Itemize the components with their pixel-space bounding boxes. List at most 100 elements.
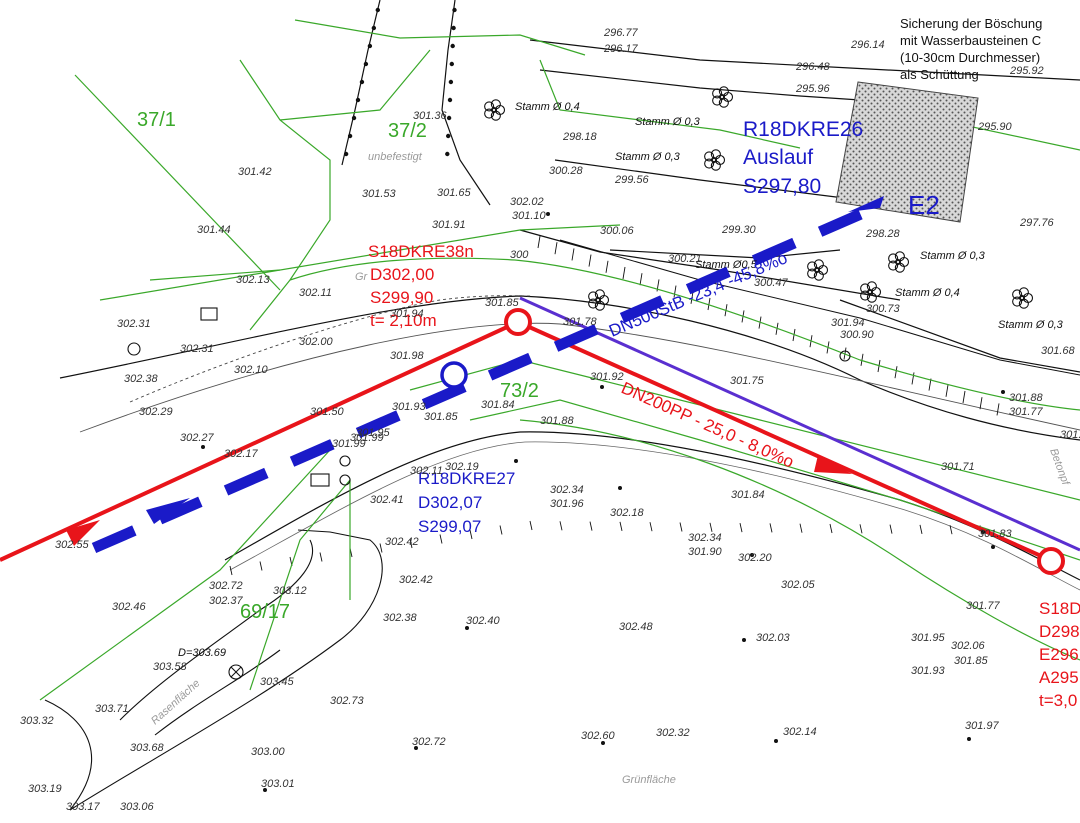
survey-dot	[546, 212, 550, 216]
fence-post	[367, 43, 373, 49]
slope-tick	[962, 390, 966, 404]
spot-height: 301.84	[731, 489, 765, 501]
spot-height: 302.10	[234, 364, 269, 376]
fence-post	[371, 25, 377, 31]
parcel-37-2: 37/2	[388, 120, 427, 142]
slope-tick	[859, 524, 863, 534]
slope-tick	[979, 397, 983, 410]
fence-post	[355, 97, 361, 103]
spot-height: 301.10	[512, 210, 547, 222]
spot-height: 303.12	[273, 585, 307, 597]
spot-height: 303.00	[251, 746, 286, 758]
spot-height: 296.77	[603, 27, 639, 39]
note-gruenflaeche: Grünfläche	[622, 774, 676, 786]
slope-tick	[619, 521, 623, 531]
r18dkre27-name: R18DKRE27	[418, 469, 515, 488]
spot-height: 302.05	[781, 579, 816, 591]
s18d-t: t=3,0	[1039, 691, 1077, 710]
fence-post	[363, 61, 369, 67]
flow-arrow-left-icon	[66, 520, 100, 546]
fence-post	[451, 25, 456, 31]
spot-height: 301.71	[941, 461, 975, 473]
slope-tick	[769, 523, 773, 533]
spot-height: 301.97	[965, 720, 1000, 732]
spot-height: 301.42	[238, 166, 272, 178]
note-gr: Gr	[355, 271, 369, 283]
spot-height: 295.96	[795, 83, 831, 95]
spot-height: 300.73	[866, 303, 901, 315]
spot-height: 296.48	[795, 61, 831, 73]
slope-tick	[707, 297, 711, 311]
spot-height: 301.91	[432, 219, 466, 231]
s18dkre38n-t: t= 2,10m	[370, 311, 437, 330]
spot-height: 302.73	[330, 695, 365, 707]
slope-tick	[799, 523, 803, 533]
spot-height: 303.01	[261, 778, 295, 790]
spot-height: 302.48	[619, 621, 654, 633]
slope-tick	[622, 266, 626, 280]
tree-label-6: Stamm Ø 0,3	[998, 319, 1064, 331]
slope-tick	[605, 260, 609, 273]
slope-tick	[889, 524, 893, 534]
slope-tick	[945, 384, 949, 397]
survey-dot	[742, 638, 746, 642]
dotted-fences	[341, 0, 491, 206]
survey-dot	[465, 626, 469, 630]
spot-height: 302.46	[112, 601, 147, 613]
fence-post	[449, 61, 454, 67]
slope-tick	[860, 353, 864, 366]
spot-height: 301.78	[563, 316, 598, 328]
spot-height: 302.34	[550, 484, 584, 496]
spot-height: 303.32	[20, 715, 54, 727]
fence-post	[446, 133, 451, 139]
spot-height: 300.28	[549, 165, 584, 177]
spot-height: 302.38	[124, 373, 159, 385]
spot-height: 301.84	[481, 399, 515, 411]
tree-label-5: Stamm Ø 0,4	[895, 287, 960, 299]
manhole-r18dkre27-icon	[440, 361, 468, 389]
parcel-37-1: 37/1	[137, 109, 176, 131]
tree-icon	[704, 149, 726, 171]
survey-dot	[618, 486, 622, 490]
tree-label-4: Stamm Ø 0,3	[920, 250, 986, 262]
r18dkre27-s: S299,07	[418, 517, 481, 536]
slope-tick	[949, 525, 953, 535]
spot-height: 301.65	[437, 187, 472, 199]
slope-note-line1: Sicherung der Böschung	[900, 16, 1042, 31]
fence-posts	[343, 7, 457, 157]
survey-dot	[414, 746, 418, 750]
spot-height: 302.42	[385, 536, 419, 548]
slope-tick	[409, 538, 413, 549]
spot-height: 301.95	[911, 632, 946, 644]
spot-height: 302.20	[738, 552, 773, 564]
slope-tick	[379, 543, 383, 553]
purple-pipe-line	[519, 296, 1080, 552]
flow-arrow-blue-icon	[146, 498, 190, 524]
slope-tick	[679, 522, 683, 532]
slope-tick	[639, 273, 643, 286]
spot-height: 301.94	[831, 317, 865, 329]
spot-height: 301.75	[730, 375, 765, 387]
s18d-d: D298	[1039, 622, 1080, 641]
parcel-69-17: 69/17	[240, 601, 290, 623]
r18dkre26-s: S297,80	[743, 175, 821, 198]
slope-tick	[439, 534, 443, 544]
slope-tick	[469, 529, 473, 540]
fence-post	[452, 7, 457, 13]
fence-post	[343, 151, 349, 157]
note-diameter: D=303.69	[178, 647, 226, 659]
spot-height: 296.14	[850, 39, 885, 51]
s18d-e: E296	[1039, 645, 1079, 664]
spot-height: 301.44	[197, 224, 231, 236]
s18dkre38n-name: S18DKRE38n	[368, 242, 474, 261]
spot-height: 302.00	[299, 336, 334, 348]
slope-note-line3: (10-30cm Durchmesser)	[900, 50, 1040, 65]
spot-height: 302.41	[370, 494, 404, 506]
spot-height: 302.06	[951, 640, 986, 652]
survey-dot	[514, 459, 518, 463]
tree-label-3: Stamm Ø 0,3	[615, 151, 681, 163]
spot-height: 301.68	[1041, 345, 1076, 357]
slope-tick	[229, 565, 233, 576]
slope-tick	[589, 521, 593, 531]
spot-height: 301.85	[954, 655, 989, 667]
